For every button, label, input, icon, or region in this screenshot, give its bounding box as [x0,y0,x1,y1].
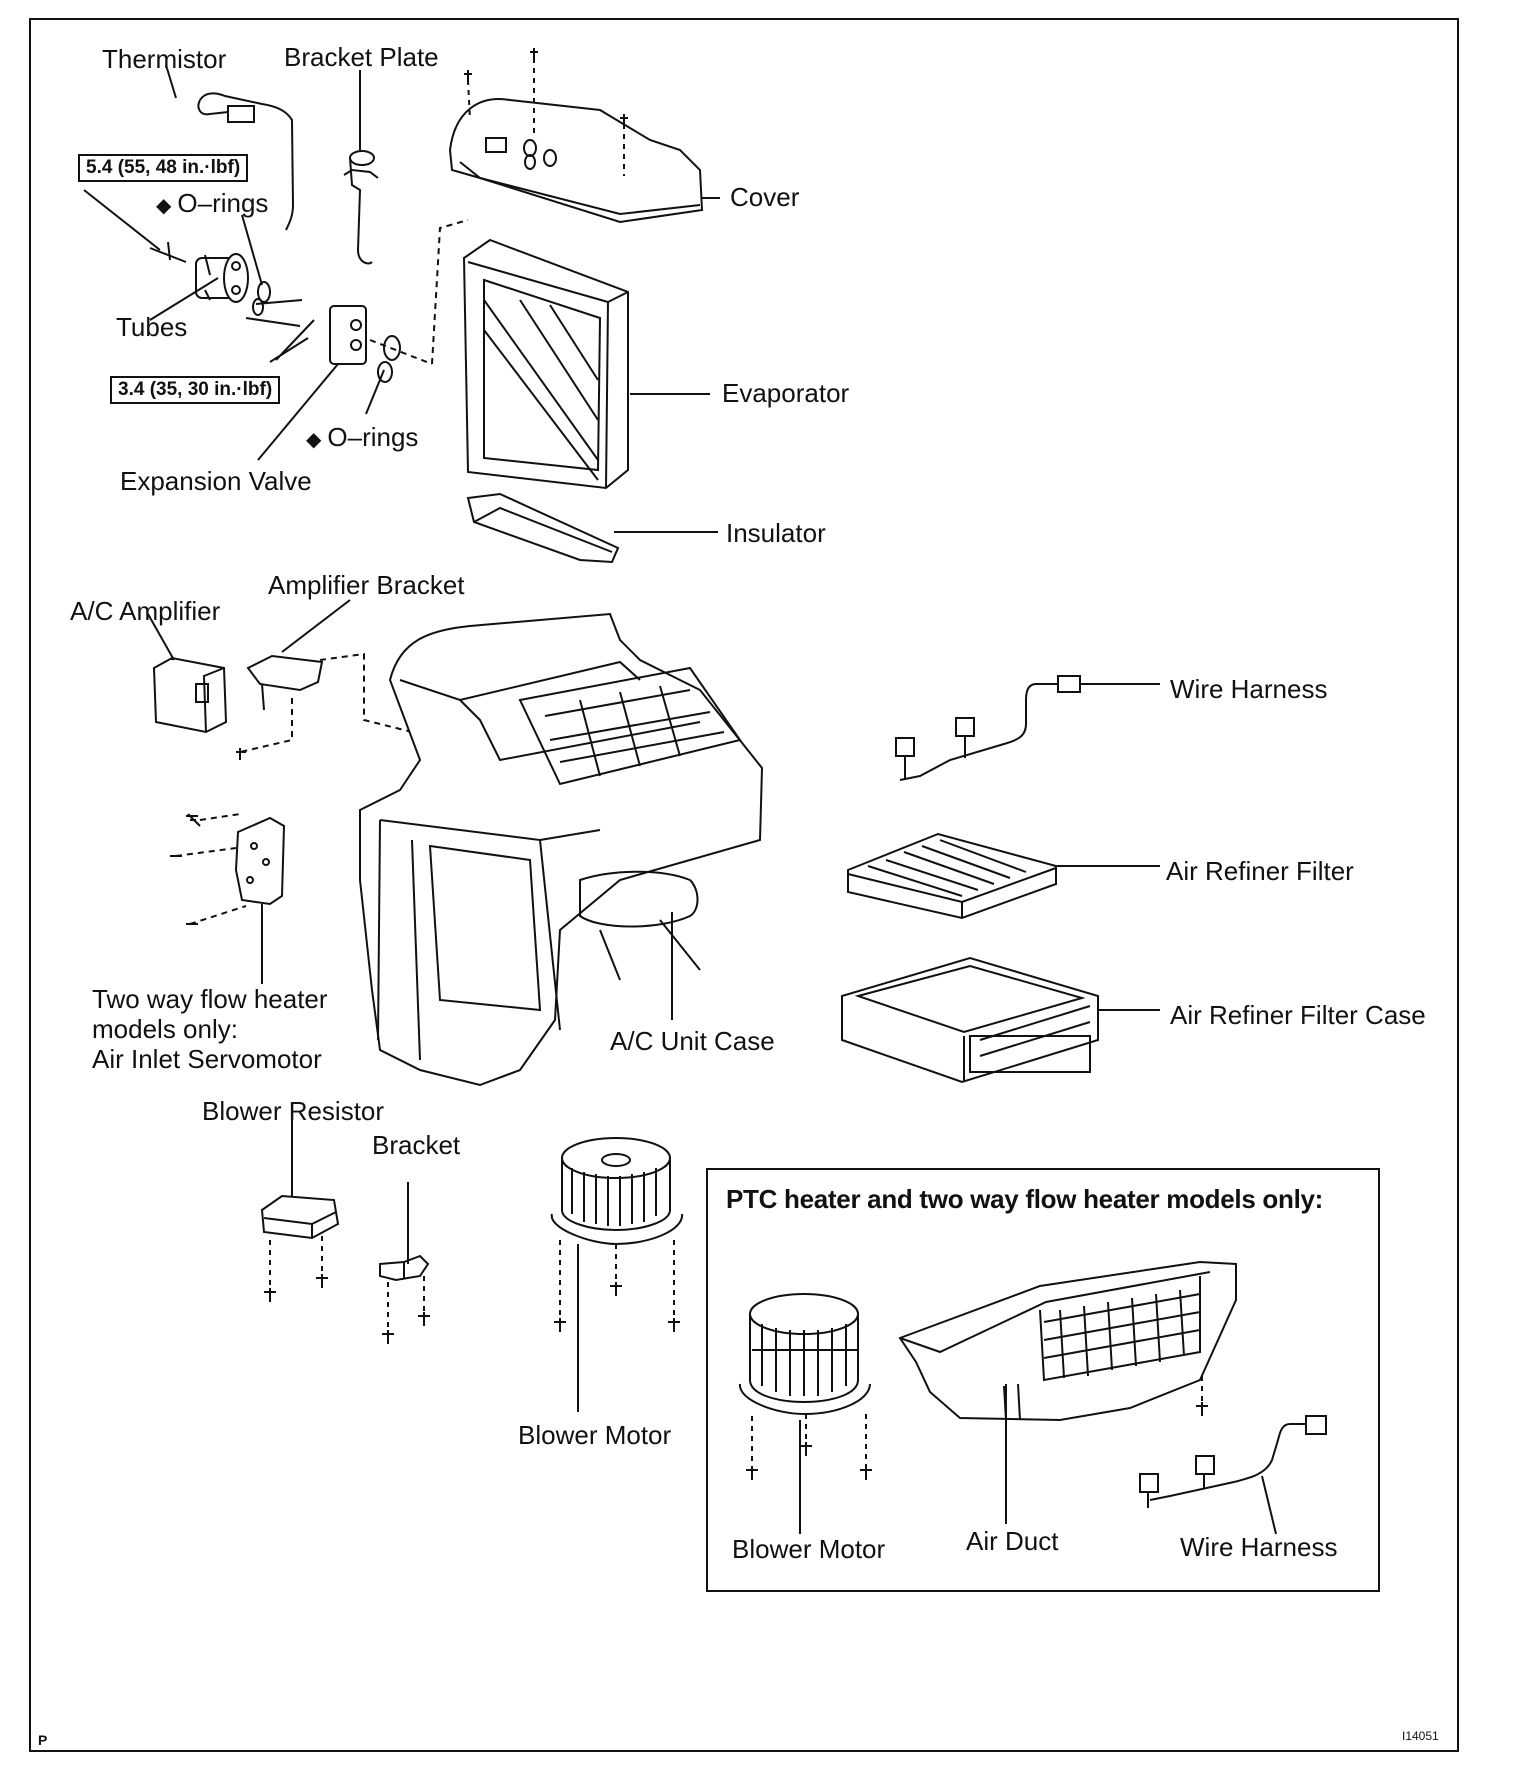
footer-left-mark: P [38,1732,48,1748]
amplifier-bracket-label: Amplifier Bracket [268,570,465,600]
note-air-duct-label: Air Duct [966,1526,1059,1556]
orings-lower-text: O–rings [327,422,419,452]
note-wire-harness-label: Wire Harness [1180,1532,1338,1562]
tubes-label: Tubes [116,312,188,342]
servomotor-label-line2: models only: [92,1014,238,1044]
thermistor-part [197,92,295,231]
wire-harness-part [895,675,1081,781]
tubes-part [149,241,249,303]
cover-part [448,98,704,224]
diagram-frame [29,18,1459,1752]
evaporator-label: Evaporator [722,378,850,408]
insulator-part [466,492,620,564]
air-refiner-filter-label: Air Refiner Filter [1166,856,1354,886]
figure-id: I14051 [1402,1729,1439,1743]
torque-spec-lower: 3.4 (35, 30 in.·lbf) [110,376,281,404]
air-refiner-filter-part [847,832,1057,920]
servomotor-label-line3: Air Inlet Servomotor [92,1044,322,1074]
ac-unit-case-label: A/C Unit Case [610,1026,775,1056]
orings-lower-label: ◆O–rings [306,422,418,455]
orings-upper-label: ◆O–rings [156,188,268,221]
cover-screws [464,48,628,128]
blower-resistor-part [260,1194,340,1240]
evaporator-part [462,238,629,490]
air-duct-part [898,1260,1237,1422]
non-reusable-icon: ◆ [156,195,172,217]
amplifier-bracket-part [246,654,324,711]
note-box-title: PTC heater and two way flow heater model… [726,1184,1324,1214]
bracket-plate-part [343,150,379,265]
thermistor-label: Thermistor [102,44,227,74]
blower-resistor-label: Blower Resistor [202,1096,385,1126]
bracket-plate-label: Bracket Plate [284,42,439,72]
servomotor-label-line1: Two way flow heater [92,984,328,1014]
note-blower-motor-label: Blower Motor [732,1534,886,1564]
cover-label: Cover [730,182,800,212]
blower-motor-label: Blower Motor [518,1420,672,1450]
air-refiner-filter-case-part [841,956,1099,1084]
air-inlet-servomotor-part [234,816,286,906]
note-blower-motor-part [739,1293,871,1416]
orings-upper-text: O–rings [177,188,269,218]
bracket-part [379,1254,430,1282]
ac-amplifier-part [152,656,228,734]
air-refiner-filter-case-label: Air Refiner Filter Case [1170,1000,1426,1030]
expansion-valve-label: Expansion Valve [120,466,312,496]
insulator-label: Insulator [726,518,826,548]
ac-amplifier-label: A/C Amplifier [70,596,221,626]
bracket-label: Bracket [372,1130,461,1160]
non-reusable-icon: ◆ [306,429,322,451]
torque-spec-upper: 5.4 (55, 48 in.·lbf) [78,154,249,182]
wire-harness-label: Wire Harness [1170,674,1328,704]
blower-motor-part [550,1137,684,1246]
ac-unit-case-part [359,612,764,1087]
ptc-heater-note-box: PTC heater and two way flow heater model… [706,1168,1380,1592]
note-wire-harness-part [1139,1415,1327,1508]
expansion-valve-part [245,299,367,365]
